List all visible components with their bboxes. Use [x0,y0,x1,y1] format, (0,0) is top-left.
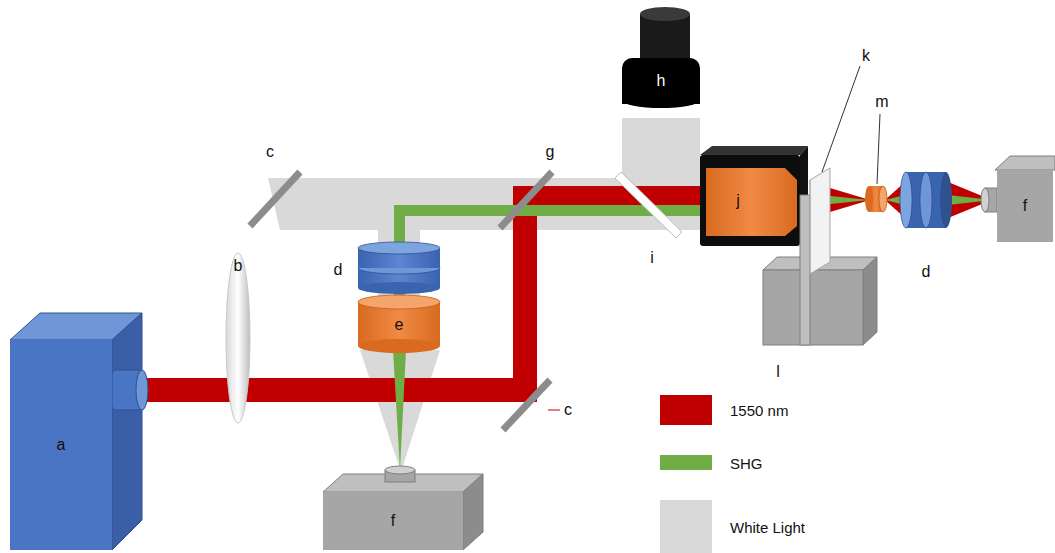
component-box: e [362,308,436,342]
callout-letter: l [776,363,780,381]
callout-letter: g [546,143,555,161]
component-box: h [622,58,700,104]
callout-letter: c [564,401,572,419]
objective [700,146,808,246]
legend-text: White Light [730,518,805,535]
part-letter: e [395,316,404,334]
legend-swatch [660,455,712,470]
detector [323,466,483,550]
laser-beam [140,182,992,402]
part-letter: f [1023,197,1027,215]
filter-stack [900,172,952,228]
component-box: f [323,492,463,550]
callout-letter: k [862,47,870,65]
tick [548,410,560,411]
callout-letter: i [650,249,654,267]
shg-beam [393,195,992,470]
part-letter: a [57,436,66,454]
collection-lens [865,186,887,212]
laser-source [10,313,148,550]
component-box: f [997,170,1053,242]
focusing-lens [358,295,440,353]
beam-splitter [615,172,682,238]
callout-letter: c [266,143,274,161]
mirror [250,172,552,430]
callout-letter: m [875,93,888,111]
callout-letter: d [334,261,343,279]
filter-stack [358,242,440,294]
legend-text: 1550 nm [730,402,788,419]
leader-line [822,66,880,184]
part-letter: h [657,72,666,90]
component-box: a [10,340,112,550]
camera [622,7,700,108]
white-light-beam [268,118,705,472]
callout-letter: b [234,257,243,275]
legend-text: SHG [730,454,763,471]
callout-letter: d [922,263,931,281]
lens [226,253,250,423]
part-letter: f [391,512,395,530]
part-letter: j [736,192,740,210]
legend-swatch [660,395,712,425]
legend-swatch [660,500,712,553]
component-box: j [708,172,768,230]
sample-stage [763,168,877,345]
